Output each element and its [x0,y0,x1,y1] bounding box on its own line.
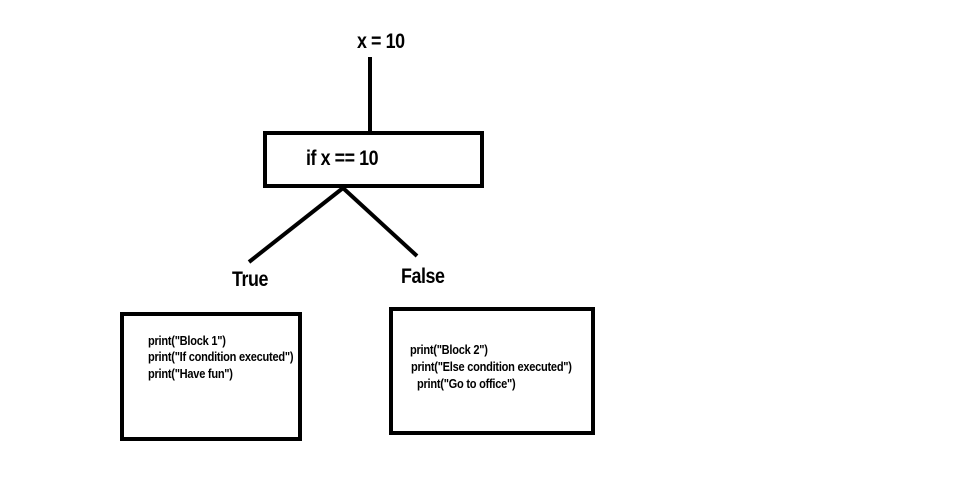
false-branch-label: False [401,265,445,288]
true-block-line: print("If condition executed") [148,349,294,364]
start-label: x = 10 [357,30,405,53]
condition-box [263,131,484,188]
false-block-line: print("Else condition executed") [411,359,572,374]
true-block-line: print("Have fun") [148,366,233,381]
true-branch-label: True [232,268,269,291]
condition-label: if x == 10 [306,147,379,170]
true-block-line: print("Block 1") [148,333,226,348]
true-block-box [120,312,302,441]
false-block-line: print("Go to office") [417,376,516,391]
true-branch-line [247,186,345,264]
false-branch-line [341,186,419,258]
false-block-line: print("Block 2") [410,342,488,357]
false-block-box [389,307,595,435]
